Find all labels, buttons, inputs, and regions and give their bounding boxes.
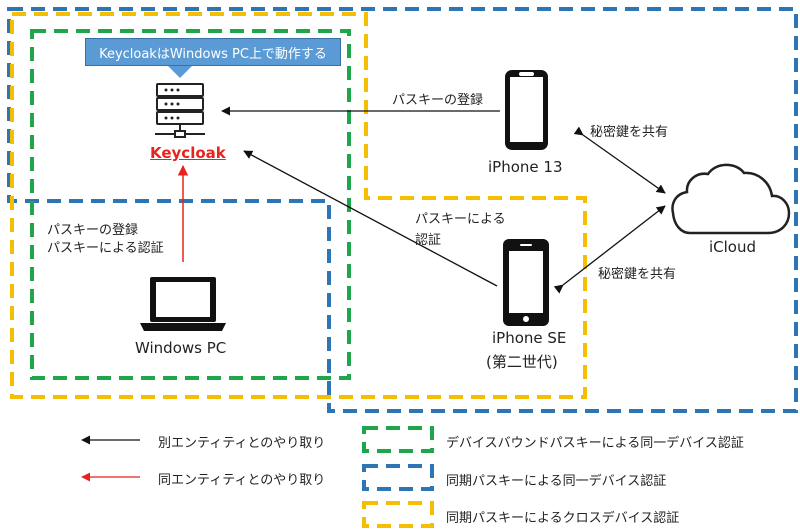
iphonese-label-line2: (第二世代) — [486, 353, 558, 371]
legend-black-arrow-label: 別エンティティとのやり取り — [158, 436, 326, 451]
label-share-key-iphonese: 秘密鍵を共有 — [598, 267, 677, 282]
iphone13-icon — [505, 70, 548, 150]
keycloak-label: Keycloak — [150, 144, 226, 162]
green-boundary — [30, 29, 351, 380]
legend-red-arrow-label: 同エンティティとのやり取り — [158, 473, 326, 488]
arrow-iphone13-icloud — [573, 126, 666, 194]
label-iphone13-register: パスキーの登録 — [392, 93, 484, 108]
cloud-icon — [671, 163, 791, 235]
legend-yellow-box-label: 同期パスキーによるクロスデバイス認証 — [446, 511, 680, 526]
server-icon — [155, 83, 205, 138]
yellow-boundary — [10, 12, 587, 399]
legend-yellow-box — [362, 501, 434, 528]
label-pc-register: パスキーの登録 — [47, 223, 139, 238]
arrow-iphonese-to-keycloak — [243, 150, 498, 287]
arrow-iphonese-icloud — [553, 205, 666, 294]
label-iphonese-auth-line2: 認証 — [415, 233, 442, 248]
legend-blue-box-label: 同期パスキーによる同一デバイス認証 — [446, 474, 667, 489]
legend-green-box-label: デバイスバウンドパスキーによる同一デバイス認証 — [446, 436, 744, 451]
callout-pointer — [168, 66, 192, 78]
legend-blue-box — [362, 464, 434, 491]
icloud-label: iCloud — [709, 238, 757, 256]
iphonese-label-line1: iPhone SE — [492, 329, 567, 347]
windows-pc-label: Windows PC — [135, 339, 227, 357]
legend-green-box — [362, 426, 434, 453]
iphone13-label: iPhone 13 — [488, 158, 563, 176]
iphonese-icon — [503, 239, 549, 326]
callout-keycloak-runs-on-pc: KeycloakはWindows PC上で動作する — [85, 38, 341, 66]
laptop-icon — [140, 277, 226, 331]
server-leds — [164, 88, 180, 120]
label-iphonese-auth-line1: パスキーによる — [415, 212, 506, 227]
label-share-key-iphone13: 秘密鍵を共有 — [590, 125, 669, 140]
label-pc-auth: パスキーによる認証 — [47, 241, 164, 256]
blue-boundary — [7, 7, 798, 413]
